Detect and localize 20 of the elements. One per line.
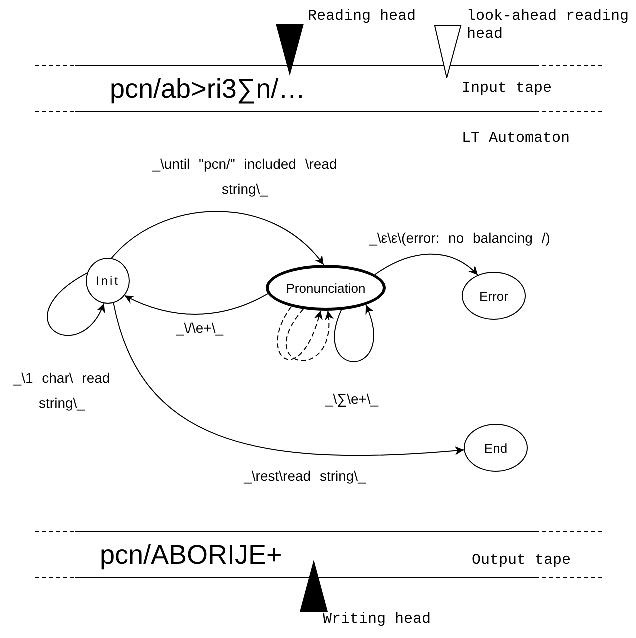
annotation: Writing head — [323, 611, 432, 629]
tape-content: pcn/ab>ri3∑n/… — [110, 74, 306, 104]
arrow — [111, 211, 324, 266]
arrow — [277, 306, 322, 360]
arrow — [47, 272, 105, 336]
arrow — [113, 302, 465, 456]
arrow — [286, 308, 334, 362]
state-ellipse: Init — [86, 258, 130, 304]
annotation: look-ahead reading head — [467, 8, 630, 44]
annotation: LT Automaton — [462, 130, 572, 148]
tape-content: pcn/ABORIJE+ — [100, 540, 282, 570]
arrow — [124, 293, 269, 315]
arrow — [374, 254, 478, 276]
annotation: Output tape — [472, 552, 572, 570]
state-ellipse: End — [464, 424, 528, 472]
state-ellipse: Pronunciation — [266, 265, 386, 311]
annotation: Reading head — [308, 8, 418, 26]
state-ellipse: Error — [462, 272, 526, 320]
annotation: Input tape — [462, 80, 554, 98]
arrow — [334, 304, 374, 362]
